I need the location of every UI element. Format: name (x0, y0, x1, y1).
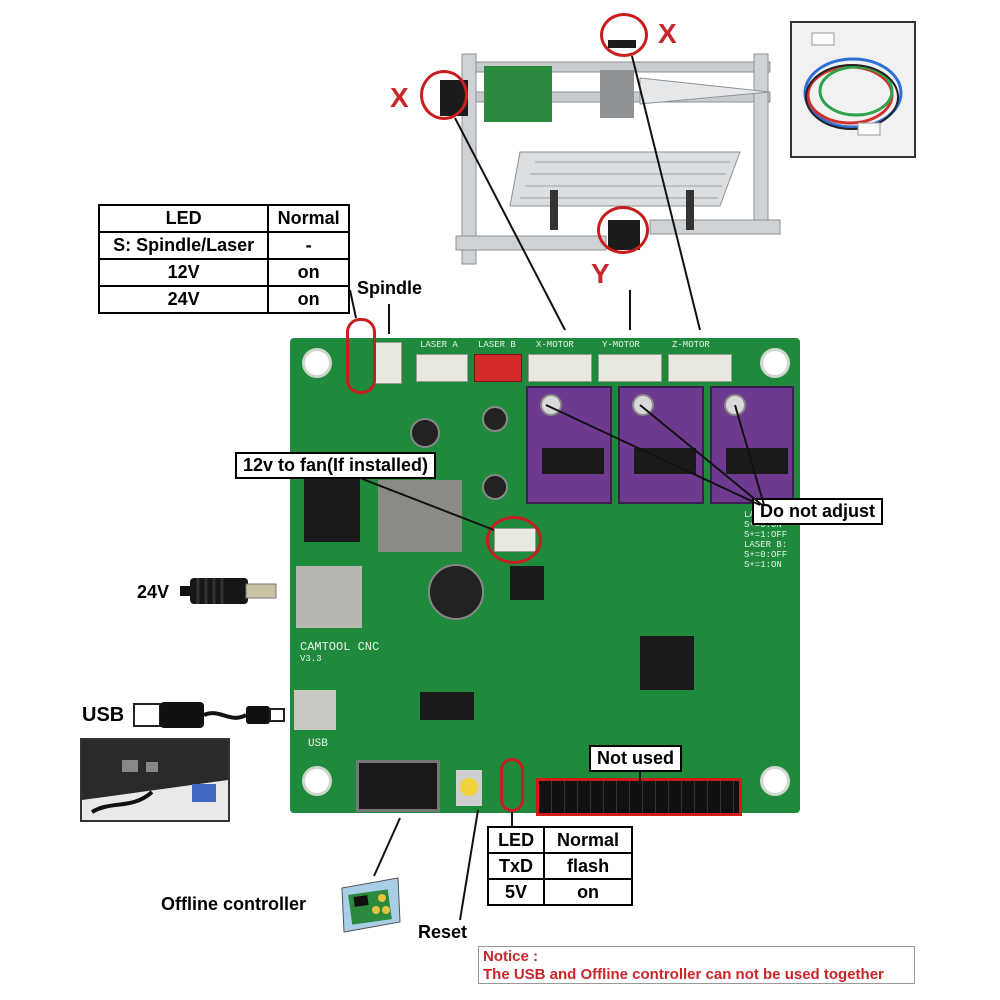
notice-box: Notice : The USB and Offline controller … (478, 946, 915, 984)
potentiometer (540, 394, 562, 416)
x-motor-silk: X-MOTOR (536, 340, 574, 350)
capacitor-small (482, 474, 508, 500)
table-row: TxD flash (486, 852, 633, 880)
table-row: 24V on (97, 285, 350, 314)
x-motor-highlight-left (420, 70, 468, 120)
laptop-photo (80, 738, 230, 822)
notice-text: The USB and Offline controller can not b… (483, 966, 884, 983)
version-silk: V3.3 (300, 654, 322, 664)
x-axis-label-top: X (658, 18, 677, 49)
not-used-label: Not used (589, 745, 683, 772)
power-jack-socket (296, 566, 362, 628)
mount-hole (760, 348, 790, 378)
table-header: Normal (543, 826, 633, 854)
mount-hole (302, 348, 332, 378)
spindle-label: Spindle (357, 278, 423, 298)
capacitor-small (482, 406, 508, 432)
stepper-driver-z (710, 386, 794, 504)
offline-controller-photo (336, 874, 404, 936)
z-motor-silk: Z-MOTOR (672, 340, 710, 350)
mount-hole (302, 766, 332, 796)
offline-controller-header (356, 760, 440, 812)
table-header: Normal (267, 204, 350, 233)
voltage-regulator (304, 478, 360, 542)
usb-label: USB (82, 704, 125, 726)
led-status-table-bottom: LED Normal TxD flash 5V on (486, 826, 633, 906)
potentiometer (632, 394, 654, 416)
fan-connector-highlight (486, 516, 542, 564)
microcontroller (640, 636, 694, 690)
stepper-driver-x (526, 386, 612, 504)
table-row: S: Spindle/Laser - (97, 231, 350, 260)
x-motor-connector (528, 354, 592, 382)
laser-a-connector (416, 354, 468, 382)
capacitor-large (428, 564, 484, 620)
pin-header-not-used (536, 778, 742, 816)
usb-serial-chip (420, 692, 474, 720)
table-header: LED (97, 204, 270, 233)
controller-board: LASER A LASER B X-MOTOR Y-MOTOR Z-MOTOR … (290, 338, 800, 816)
table-header: LED (486, 826, 546, 854)
brand-silk: CAMTOOL CNC (300, 640, 380, 654)
table-row: 12V on (97, 258, 350, 287)
z-motor-connector (668, 354, 732, 382)
laser-b-silk: LASER B (478, 340, 516, 350)
table-row: 5V on (486, 878, 633, 906)
spindle-connector (374, 342, 402, 384)
power-label: 24V (137, 582, 170, 602)
led-status-table-top: LED Normal S: Spindle/Laser - 12V on 24V… (97, 204, 350, 314)
reset-label: Reset (418, 922, 468, 942)
x-axis-label-left: X (390, 82, 409, 113)
capacitor-small (410, 418, 440, 448)
reset-button[interactable] (456, 770, 482, 806)
offline-controller-label: Offline controller (161, 894, 307, 914)
usb-silk: USB (308, 738, 328, 750)
inductor (378, 480, 462, 552)
laser-a-silk: LASER A (420, 340, 458, 350)
y-axis-label: Y (591, 258, 610, 289)
y-motor-highlight (597, 206, 649, 254)
y-motor-silk: Y-MOTOR (602, 340, 640, 350)
potentiometer (724, 394, 746, 416)
status-led-highlight-bottom (500, 758, 524, 812)
status-led-highlight-top (346, 318, 376, 394)
y-motor-connector (598, 354, 662, 382)
do-not-adjust-label: Do not adjust (752, 498, 883, 525)
notice-title: Notice : (483, 948, 539, 965)
mosfet (510, 566, 544, 600)
mount-hole (760, 766, 790, 796)
stepper-driver-y (618, 386, 704, 504)
x-motor-highlight-top (600, 13, 648, 57)
usb-cable-icon (130, 698, 290, 732)
power-plug-icon (180, 574, 280, 608)
laser-b-connector (474, 354, 522, 382)
fan-label: 12v to fan(If installed) (235, 452, 437, 479)
motor-wires-photo (790, 21, 916, 158)
usb-port (294, 690, 336, 730)
